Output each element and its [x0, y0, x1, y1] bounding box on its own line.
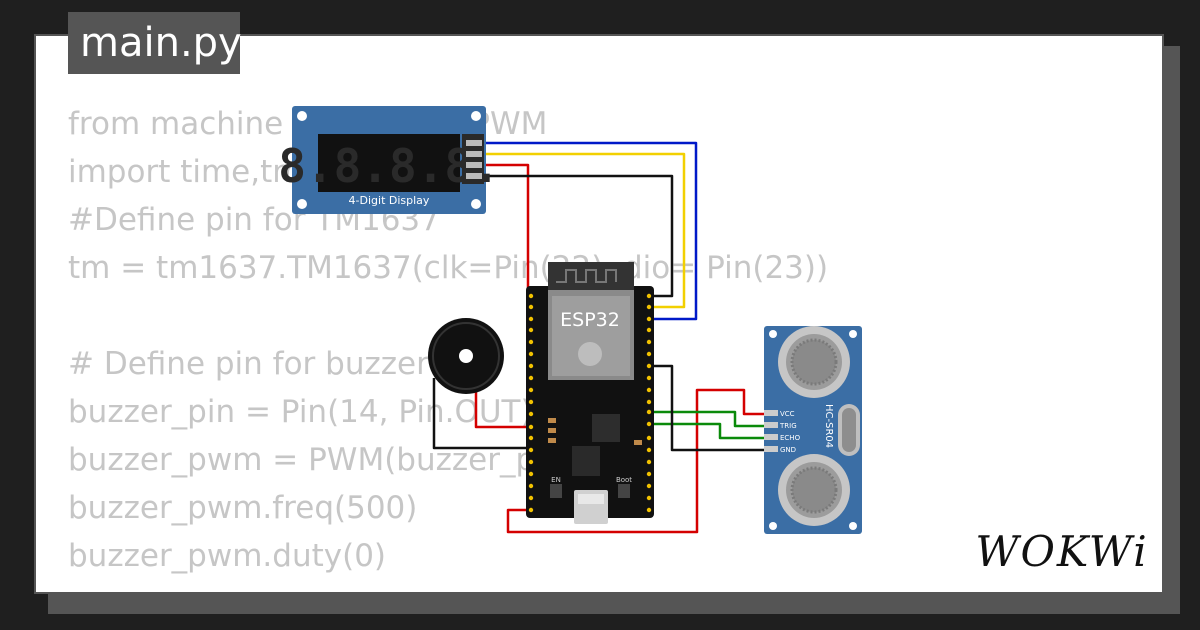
wire-red-sensor-vcc[interactable] [506, 388, 770, 534]
wires [432, 141, 770, 534]
sensor-label: HC-SR04 [823, 404, 834, 448]
boot-button[interactable] [618, 484, 630, 498]
code-line: buzzer_pin = Pin(14, Pin.OUT) [68, 394, 533, 430]
pin-label-trig: TRIG [779, 422, 797, 430]
display-label: 4-Digit Display [349, 194, 430, 207]
code-line: buzzer_pwm.freq(500) [68, 490, 418, 526]
wire-green-sensor-echo[interactable] [648, 422, 770, 440]
espressif-logo-icon [578, 342, 602, 366]
hc-sr04-sensor[interactable]: HC-SR04 VCC TRIG ECHO GND [764, 326, 862, 534]
buzzer[interactable] [428, 318, 504, 394]
wire-yellow-display-clk[interactable] [484, 152, 686, 309]
esp32-board[interactable]: ESP32 EN Boot [526, 262, 654, 524]
pin-label-vcc: VCC [780, 410, 795, 418]
pin-label-echo: ECHO [780, 434, 801, 442]
wokwi-logo: WOKWi [975, 527, 1148, 576]
code-preview: from machine import Pin, PWM import time… [68, 100, 828, 580]
tm1637-display[interactable]: 8.8.8.8. 4-Digit Display [278, 106, 500, 214]
transducer-top [778, 326, 850, 398]
code-line: # Define pin for buzzer [68, 346, 429, 382]
code-line: buzzer_pwm.duty(0) [68, 538, 387, 574]
wire-black-sensor-gnd[interactable] [648, 364, 770, 452]
file-tab-main-py[interactable]: main.py [68, 12, 242, 74]
wire-black-display-gnd[interactable] [484, 174, 674, 298]
en-button-label: EN [551, 476, 561, 484]
transducer-bottom [778, 454, 850, 526]
esp32-label: ESP32 [560, 309, 620, 331]
boot-button-label: Boot [616, 476, 632, 484]
wire-red-display-vcc[interactable] [484, 163, 530, 296]
wire-blue-display-dio[interactable] [484, 141, 698, 321]
esp32-pin-headers [528, 293, 652, 513]
wire-green-sensor-trig[interactable] [648, 410, 770, 428]
pin-label-gnd: GND [780, 446, 796, 454]
en-button[interactable] [550, 484, 562, 498]
code-line: tm = tm1637.TM1637(clk=Pin(22), dio= Pin… [68, 250, 829, 286]
wire-black-buzzer[interactable] [432, 378, 528, 450]
